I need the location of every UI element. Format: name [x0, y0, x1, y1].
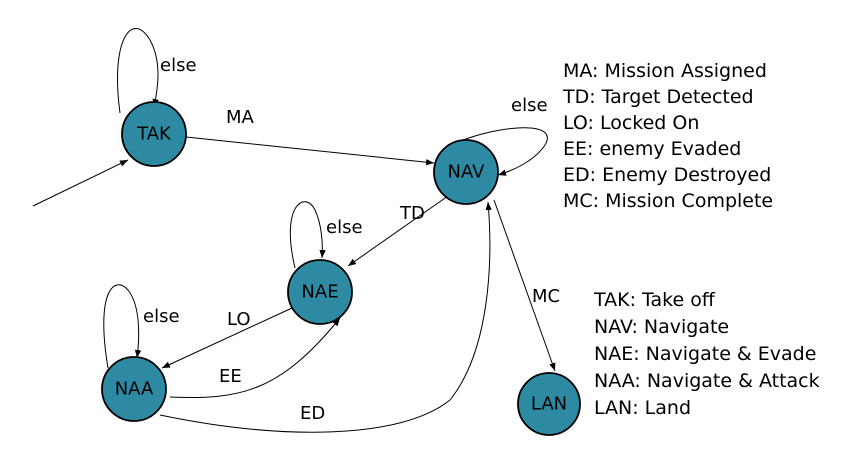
node-lan: LAN	[517, 372, 581, 436]
edge-tak-to-nav	[185, 136, 435, 166]
label-nae-self: else	[326, 217, 363, 238]
node-nav-label: NAV	[448, 162, 486, 183]
node-naa-circle	[101, 356, 167, 422]
edge-nae-self-loop	[289, 201, 326, 269]
legend-state-item: NAA: Navigate & Attack	[594, 370, 820, 392]
edge-nav-self-loop	[457, 127, 548, 176]
legend-state-item: NAV: Navigate	[594, 316, 729, 338]
edge-nae-to-naa	[161, 307, 293, 369]
node-tak-circle	[121, 101, 187, 167]
node-tak: TAK	[121, 101, 187, 167]
legend-events: MA: Mission Assigned TD: Target Detected…	[562, 60, 773, 212]
label-nav-lan: MC	[532, 286, 560, 307]
edge-labels: else MA else TD else LO else EE ED MC	[143, 55, 560, 424]
label-naa-self: else	[143, 306, 180, 327]
edge-tak-self-loop	[117, 28, 159, 114]
node-tak-label: TAK	[136, 124, 172, 145]
legend-event-item: ED: Enemy Destroyed	[563, 164, 771, 186]
node-naa-label: NAA	[115, 379, 154, 400]
label-naa-nav: ED	[300, 403, 325, 424]
legend-states: TAK: Take off NAV: Navigate NAE: Navigat…	[593, 289, 820, 419]
legend-state-item: TAK: Take off	[593, 289, 716, 311]
legend-state-item: LAN: Land	[594, 397, 691, 419]
legend-event-item: TD: Target Detected	[562, 86, 754, 108]
node-nav: NAV	[433, 139, 499, 205]
label-nae-naa: LO	[227, 309, 251, 330]
label-tak-self: else	[160, 55, 197, 76]
edge-nav-to-nae	[347, 195, 449, 267]
node-nae: NAE	[287, 259, 353, 325]
legend-event-item: EE: enemy Evaded	[563, 138, 741, 160]
legend-event-item: MC: Mission Complete	[563, 190, 773, 212]
node-nae-circle	[287, 259, 353, 325]
edge-naa-to-nae	[169, 317, 341, 398]
nodes: TAK NAV NAE NAA LAN	[101, 101, 581, 436]
label-naa-nae: EE	[219, 366, 242, 387]
node-lan-circle	[517, 372, 581, 436]
legend-state-item: NAE: Navigate & Evade	[594, 343, 816, 365]
label-nav-self: else	[511, 95, 548, 116]
edge-nav-to-lan	[493, 199, 556, 372]
edges	[32, 28, 556, 433]
label-tak-nav: MA	[226, 107, 255, 128]
node-lan-label: LAN	[531, 394, 567, 415]
edge-naa-to-nav	[159, 201, 492, 433]
edge-naa-self-loop	[103, 284, 142, 369]
legend-event-item: MA: Mission Assigned	[563, 60, 767, 82]
node-nae-label: NAE	[301, 282, 338, 303]
legend-event-item: LO: Locked On	[563, 112, 699, 134]
initial-arrow	[32, 159, 129, 207]
node-naa: NAA	[101, 356, 167, 422]
node-nav-circle	[433, 139, 499, 205]
label-nav-nae: TD	[399, 203, 425, 224]
